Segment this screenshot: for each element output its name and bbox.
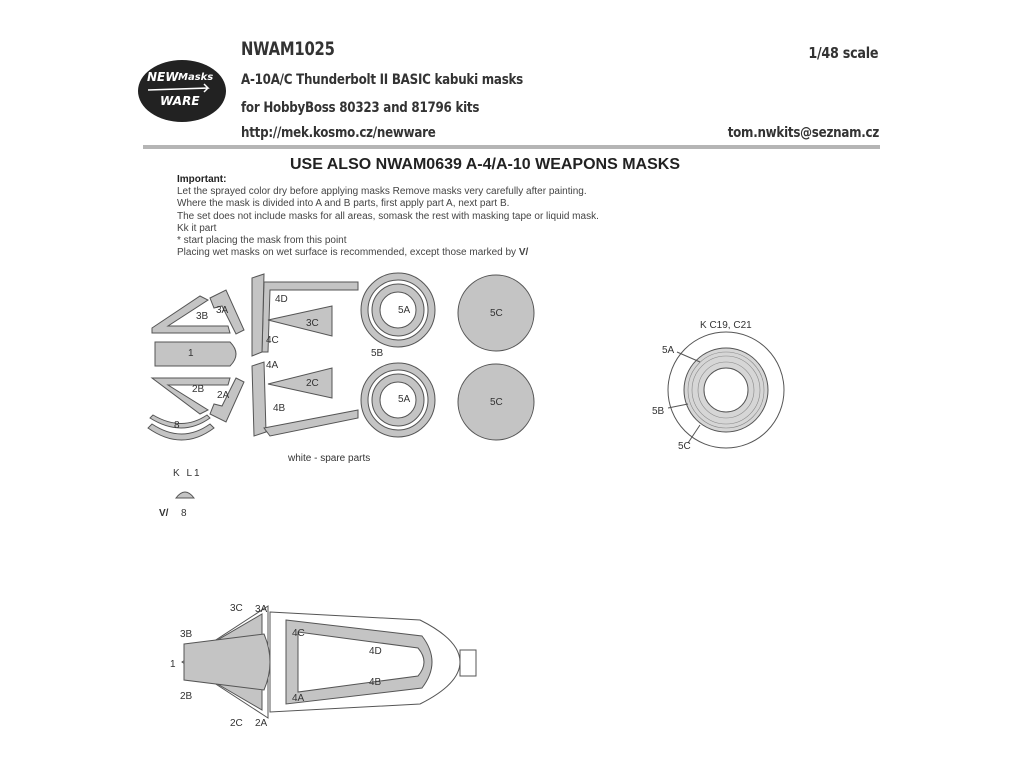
weapons-masks-banner: USE ALSO NWAM0639 A-4/A-10 WEAPONS MASKS [290,156,680,173]
canopy-label-2b: 2B [180,691,193,702]
spare-parts-note: white - spare parts [288,453,371,464]
canopy-label-4a: 4A [292,693,305,704]
note-line: Kk it part [177,222,217,234]
mask-4c [251,273,265,357]
label-5a-bottom: 5A [398,394,411,405]
mask-2a [209,377,245,423]
mask-2c [267,367,333,399]
important-notes: Important: Let the sprayed color dry bef… [177,174,599,259]
canopy-label-3c: 3C [230,603,243,614]
note-line: Let the sprayed color dry before applyin… [177,186,587,198]
label-2c: 2C [306,378,319,389]
label-1: 1 [188,348,194,359]
wheel-mask-bottom [360,362,436,438]
wheel-label-5a: 5A [662,345,675,356]
logo-arrow-icon [147,83,210,93]
label-4d: 4D [275,294,288,305]
note-line: Where the mask is divided into A and B p… [177,198,510,210]
label-5b: 5B [371,348,384,359]
label-4c: 4C [266,335,279,346]
canopy-label-4c: 4C [292,628,305,639]
canopy-label-4d: 4D [369,646,382,657]
new-ware-logo: NEW Masks WARE [138,60,226,122]
mask-kl1 [174,491,196,499]
kit-part-label: K L1 [173,468,202,479]
label-2b: 2B [192,384,205,395]
dry-mark-icon: V/ [518,247,529,259]
canopy-diagram [181,605,477,719]
note-line: The set does not include masks for all a… [177,210,599,222]
logo-ware-text: WARE [160,94,200,108]
label-8-dry: 8 [181,508,187,519]
canopy-label-2c: 2C [230,718,243,729]
label-4b: 4B [273,403,286,414]
canopy-label-3b: 3B [180,629,193,640]
wheel-diagram [667,331,785,449]
header-divider [143,145,880,149]
kit-compatibility: for HobbyBoss 80323 and 81796 kits [241,100,480,116]
mask-4b [263,409,359,437]
label-5c-bottom: 5C [490,397,503,408]
mask-1 [154,341,237,367]
email-link[interactable]: tom.nwkits@seznam.cz [727,125,880,141]
website-link[interactable]: http://mek.kosmo.cz/newware [241,125,436,141]
logo-masks-text: Masks [178,72,214,83]
canopy-label-3a: 3A [255,604,268,615]
mask-8-outer [147,423,215,441]
wheel-diagram-title: K C19, C21 [700,320,752,331]
label-3b: 3B [196,311,209,322]
wheel-mask-top [360,272,436,348]
hub-mask-5c-bottom [457,363,535,441]
label-4a: 4A [266,360,279,371]
scale-label: 1/48 scale [808,44,878,62]
mask-8-inner [149,414,211,429]
note-line: * start placing the mask from this point [177,235,347,247]
label-3c: 3C [306,318,319,329]
wheel-label-5b: 5B [652,406,665,417]
canopy-label-2a: 2A [255,718,268,729]
mask-3c [267,305,333,337]
hub-mask-5c-top [457,274,535,352]
canopy-label-1: 1 [170,659,176,670]
label-5a-top: 5A [398,305,411,316]
product-title: A-10A/C Thunderbolt II BASIC kabuki mask… [241,72,524,88]
canopy-label-4b: 4B [369,677,382,688]
label-8: 8 [174,420,180,431]
label-2a: 2A [217,390,230,401]
product-code: NWAM1025 [241,38,335,60]
mask-2b [150,377,231,415]
logo-new-text: NEW [147,70,179,84]
dry-mark-icon: V/ [159,508,169,519]
mask-4a [251,361,267,437]
note-line: Placing wet masks on wet surface is reco… [177,247,517,259]
mask-3a [209,289,245,335]
wheel-label-5c: 5C [678,441,691,452]
important-heading: Important: [177,174,227,185]
label-3a: 3A [216,305,229,316]
label-5c-top: 5C [490,308,503,319]
mask-3b [151,295,231,334]
